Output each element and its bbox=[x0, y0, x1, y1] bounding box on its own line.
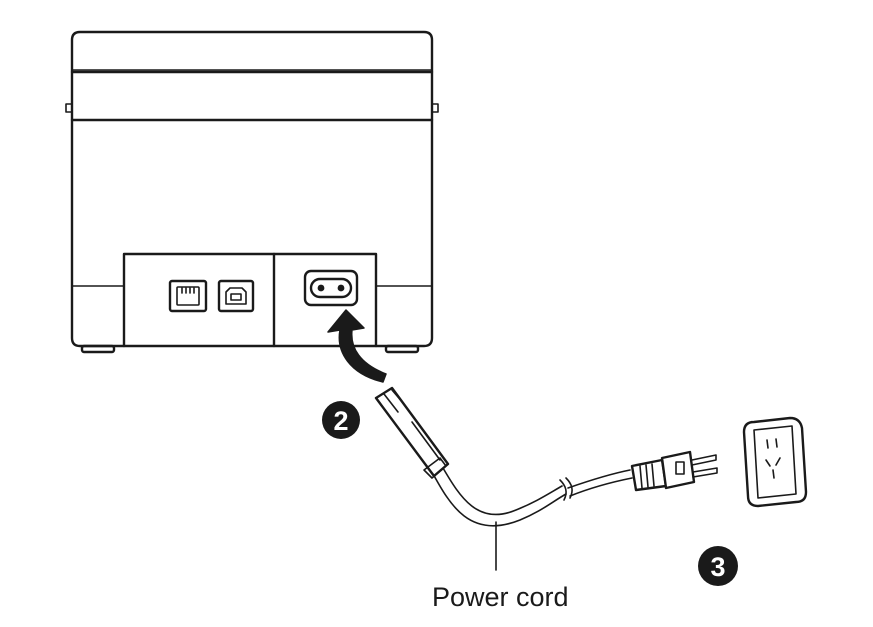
ac-plug-icon bbox=[630, 450, 718, 492]
wall-socket-icon bbox=[742, 416, 808, 508]
step-number-2: 2 bbox=[333, 406, 348, 436]
step-badge-2: 2 bbox=[322, 401, 360, 439]
step-number-3: 3 bbox=[710, 552, 725, 582]
printer-back-icon bbox=[65, 30, 439, 354]
usb-b-port-icon bbox=[217, 279, 255, 313]
rj11-port-icon bbox=[168, 279, 208, 313]
step-badge-3: 3 bbox=[698, 546, 738, 586]
power-cord bbox=[431, 467, 633, 571]
insert-arrow-icon bbox=[327, 309, 387, 383]
c7-connector-icon bbox=[374, 386, 450, 479]
power-cord-label: Power cord bbox=[432, 582, 569, 612]
iec-c8-inlet-icon bbox=[303, 269, 359, 307]
